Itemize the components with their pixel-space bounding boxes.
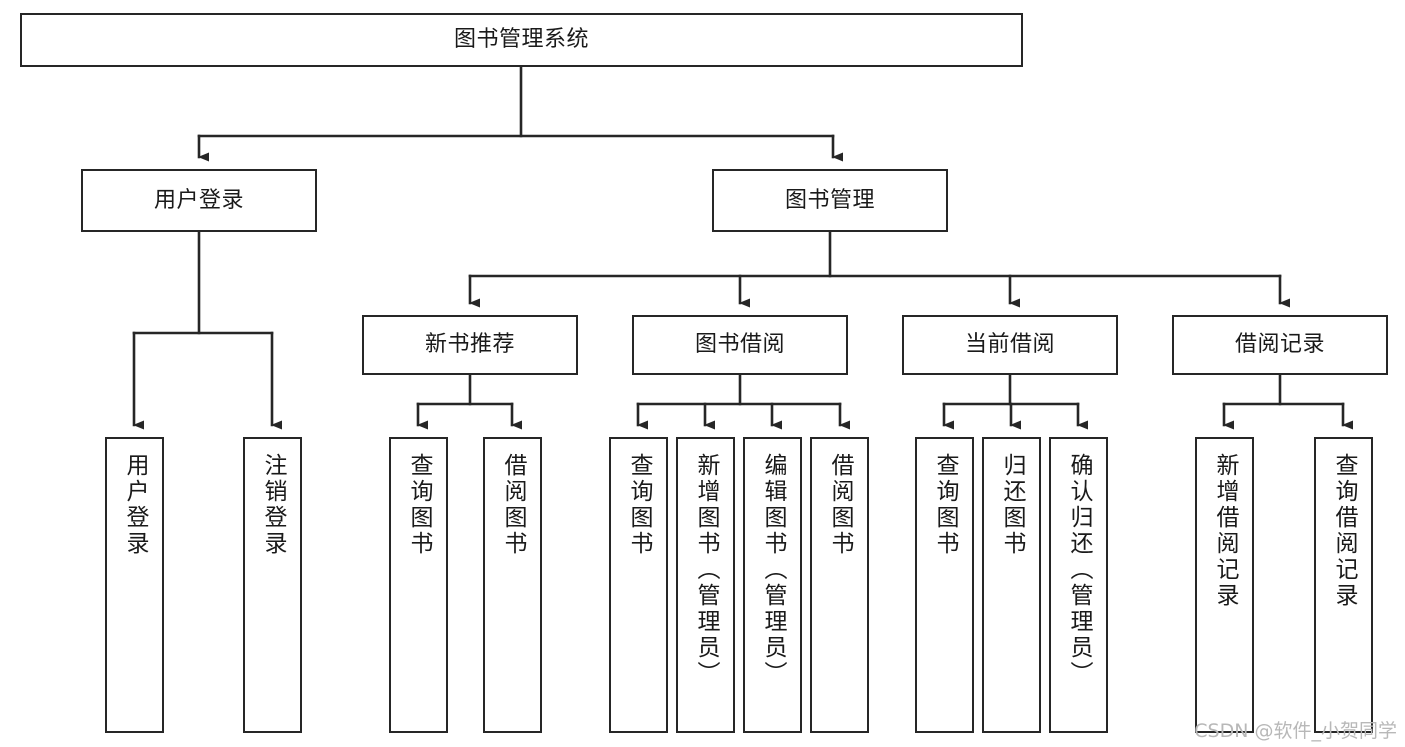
node-leaf-logout-label: 注销登录: [260, 453, 286, 557]
node-leaf-logout[interactable]: 注销登录: [243, 437, 302, 733]
node-leaf-borrow-book-2[interactable]: 借阅图书: [810, 437, 869, 733]
node-borrow-record[interactable]: 借阅记录: [1172, 315, 1388, 375]
node-borrow-record-label: 借阅记录: [1234, 332, 1325, 358]
node-leaf-edit-book[interactable]: 编辑图书（管理员）: [743, 437, 802, 733]
node-leaf-query-record[interactable]: 查询借阅记录: [1314, 437, 1373, 733]
node-current-borrow[interactable]: 当前借阅: [902, 315, 1118, 375]
node-new-book-recommend[interactable]: 新书推荐: [362, 315, 578, 375]
node-leaf-query-book-1-label: 查询图书: [406, 453, 432, 557]
node-leaf-borrow-book-1[interactable]: 借阅图书: [483, 437, 542, 733]
node-book-borrow-label: 图书借阅: [694, 332, 785, 358]
node-leaf-return-book-label: 归还图书: [999, 453, 1025, 557]
node-leaf-query-record-label: 查询借阅记录: [1331, 453, 1357, 609]
node-leaf-query-book-1[interactable]: 查询图书: [389, 437, 448, 733]
node-leaf-user-login[interactable]: 用户登录: [105, 437, 164, 733]
node-leaf-add-book-label: 新增图书（管理员）: [693, 453, 719, 687]
node-leaf-confirm-return-label: 确认归还（管理员）: [1066, 453, 1092, 687]
node-leaf-query-book-2[interactable]: 查询图书: [609, 437, 668, 733]
node-leaf-borrow-book-2-label: 借阅图书: [827, 453, 853, 557]
node-book-manage[interactable]: 图书管理: [712, 169, 948, 232]
node-leaf-add-record-label: 新增借阅记录: [1212, 453, 1238, 609]
node-current-borrow-label: 当前借阅: [964, 332, 1055, 358]
node-book-manage-label: 图书管理: [784, 187, 875, 213]
node-leaf-return-book[interactable]: 归还图书: [982, 437, 1041, 733]
node-new-book-recommend-label: 新书推荐: [424, 332, 515, 358]
node-root[interactable]: 图书管理系统: [20, 13, 1023, 67]
node-leaf-confirm-return[interactable]: 确认归还（管理员）: [1049, 437, 1108, 733]
node-leaf-query-book-3[interactable]: 查询图书: [915, 437, 974, 733]
node-leaf-query-book-2-label: 查询图书: [626, 453, 652, 557]
node-leaf-query-book-3-label: 查询图书: [932, 453, 958, 557]
node-leaf-borrow-book-1-label: 借阅图书: [500, 453, 526, 557]
csdn-watermark: CSDN @软件_小贺同学: [1194, 720, 1397, 742]
node-root-label: 图书管理系统: [453, 27, 589, 53]
node-leaf-user-login-label: 用户登录: [122, 453, 148, 557]
node-leaf-add-book[interactable]: 新增图书（管理员）: [676, 437, 735, 733]
node-user-login-label: 用户登录: [153, 187, 244, 213]
node-user-login[interactable]: 用户登录: [81, 169, 317, 232]
node-leaf-add-record[interactable]: 新增借阅记录: [1195, 437, 1254, 733]
node-book-borrow[interactable]: 图书借阅: [632, 315, 848, 375]
node-leaf-edit-book-label: 编辑图书（管理员）: [760, 453, 786, 687]
